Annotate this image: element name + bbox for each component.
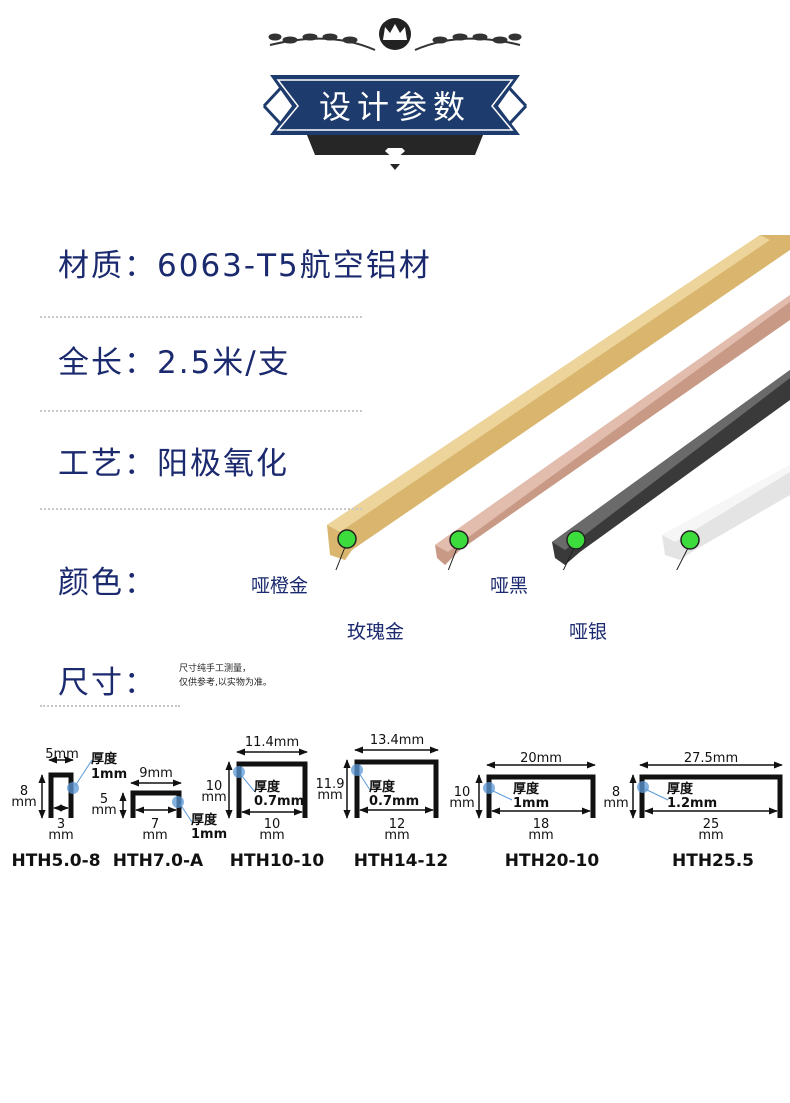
divider: [40, 705, 180, 707]
profile-thickness-label: 厚度: [91, 751, 118, 767]
profile-thickness: 1.2mm: [667, 796, 717, 811]
profile-thickness-label: 厚度: [369, 779, 396, 795]
profile-model: HTH14-12: [354, 851, 448, 871]
profile-thickness-label: 厚度: [254, 779, 281, 795]
spec-color: 颜色：: [58, 565, 157, 601]
spec-process: 工艺：阳极氧化: [58, 446, 289, 482]
profile-inner-width: 12: [389, 817, 406, 832]
profile-thickness: 1mm: [513, 796, 549, 811]
diamond-icon: [385, 148, 405, 160]
profile-inner-unit: mm: [48, 828, 73, 843]
product-bars: [327, 235, 790, 570]
profile-top-width: 5mm: [45, 747, 79, 762]
profile-top-width: 20mm: [520, 751, 562, 766]
profile-height: 8: [20, 784, 28, 799]
color-label-orange-gold: 哑橙金: [251, 575, 309, 597]
crown-icon: [379, 18, 411, 50]
profile-top-width: 13.4mm: [370, 733, 424, 748]
profile-height-unit: mm: [317, 788, 342, 803]
color-label-silver: 哑银: [569, 621, 608, 643]
profile-inner-width: 10: [264, 817, 281, 832]
profile-inner-unit: mm: [142, 828, 167, 843]
profile-thickness: 1mm: [91, 767, 127, 782]
profile-top-width: 11.4mm: [245, 735, 299, 750]
spec-material: 材质：6063-T5航空铝材: [58, 248, 432, 284]
profile-inner-width: 7: [151, 817, 159, 832]
profile-height: 5: [100, 792, 108, 807]
color-label-rose-gold: 玫瑰金: [347, 621, 405, 643]
profile-inner-unit: mm: [259, 828, 284, 843]
size-note: 尺寸纯手工测量， 仅供参考,以实物为准。: [179, 662, 272, 690]
color-marker: [680, 530, 700, 550]
profile-model: HTH25.5: [672, 851, 754, 871]
color-marker: [449, 530, 469, 550]
profile-inner-width: 3: [57, 817, 65, 832]
profile-inner-width: 18: [533, 817, 550, 832]
profile-top-width: 27.5mm: [684, 751, 738, 766]
divider: [40, 316, 362, 318]
divider: [40, 410, 362, 412]
spec-length: 全长：2.5米/支: [58, 345, 291, 381]
spec-size: 尺寸：: [58, 665, 157, 701]
profile-model: HTH5.0-8: [11, 851, 100, 871]
profile-thickness: 0.7mm: [369, 794, 419, 809]
profile-thickness: 0.7mm: [254, 794, 304, 809]
profile-model: HTH10-10: [230, 851, 325, 871]
profile-height-unit: mm: [11, 795, 36, 810]
header-title: 设计参数: [319, 88, 471, 126]
profile-thickness-label: 厚度: [191, 812, 218, 828]
bar-gold: [327, 235, 790, 560]
profile-height-unit: mm: [603, 796, 628, 811]
profile-inner-unit: mm: [528, 828, 553, 843]
color-marker: [337, 529, 357, 549]
profile-inner-unit: mm: [384, 828, 409, 843]
profile-height-unit: mm: [91, 803, 116, 818]
profile-top-width: 9mm: [139, 766, 173, 781]
profile-thickness-label: 厚度: [513, 781, 540, 797]
profile-inner-width: 25: [703, 817, 720, 832]
size-note-line: 仅供参考,以实物为准。: [179, 678, 272, 688]
profile-thickness: 1mm: [191, 827, 227, 842]
profile-height: 11.9: [316, 777, 345, 792]
profile-inner-unit: mm: [698, 828, 723, 843]
profile-height-unit: mm: [449, 796, 474, 811]
size-note-line: 尺寸纯手工测量，: [179, 664, 252, 674]
profile-model: HTH20-10: [505, 851, 600, 871]
header-banner: 设计参数: [262, 18, 528, 170]
profile-thickness-label: 厚度: [667, 781, 694, 797]
divider: [40, 508, 362, 510]
profile-height: 8: [612, 785, 620, 800]
color-label-black: 哑黑: [490, 575, 529, 597]
profile-height-unit: mm: [201, 790, 226, 805]
laurel-icon: [268, 33, 522, 51]
profile-height: 10: [206, 779, 223, 794]
color-marker: [566, 530, 586, 550]
profile-height: 10: [454, 785, 471, 800]
profile-model: HTH7.0-A: [113, 851, 204, 871]
